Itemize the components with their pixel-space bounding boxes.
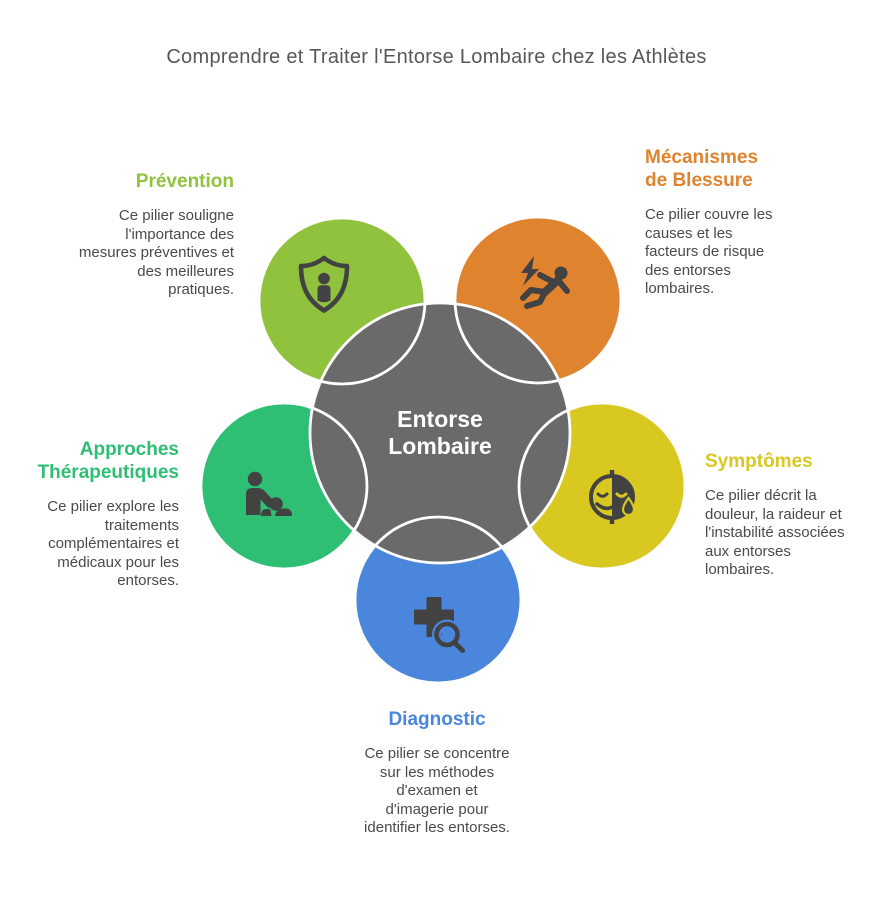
- section-description-diagnostic: Ce pilier se concentre sur les méthodes …: [364, 745, 510, 836]
- section-title-injury-mechanisms: Mécanismes de Blessure: [645, 147, 759, 191]
- falling-person-icon: [520, 256, 570, 309]
- section-title-prevention: Prévention: [135, 171, 234, 192]
- cross-magnifier-icon: [414, 597, 465, 653]
- page-title: Comprendre et Traiter l'Entorse Lombaire…: [166, 46, 707, 68]
- section-diagnostic: Diagnostic Ce pilier se concentre sur le…: [362, 708, 512, 838]
- section-prevention: Prévention Ce pilier souligne l'importan…: [78, 170, 234, 300]
- section-title-symptoms: Symptômes: [705, 451, 813, 472]
- section-symptoms: Symptômes Ce pilier décrit la douleur, l…: [705, 450, 857, 580]
- center-label-line2: Lombaire: [388, 433, 492, 459]
- center-label-line1: Entorse: [397, 406, 483, 432]
- section-title-diagnostic: Diagnostic: [388, 709, 486, 730]
- section-description-injury-mechanisms: Ce pilier couvre les causes et les facte…: [645, 206, 773, 297]
- caregiver-icon: [246, 471, 292, 516]
- section-therapeutic-approaches: Approches Thérapeutiques Ce pilier explo…: [19, 438, 179, 591]
- shield-person-icon: [298, 255, 350, 313]
- section-description-prevention: Ce pilier souligne l'importance des mesu…: [78, 207, 234, 298]
- section-title-therapeutic-approaches: Approches Thérapeutiques: [37, 439, 179, 483]
- sick-face-icon: [589, 470, 636, 524]
- section-injury-mechanisms: Mécanismes de Blessure Ce pilier couvre …: [645, 146, 785, 299]
- circle-outlines: [199, 215, 687, 685]
- center-circle: [310, 303, 570, 563]
- section-description-symptoms: Ce pilier décrit la douleur, la raideur …: [705, 487, 845, 578]
- section-description-therapeutic-approaches: Ce pilier explore les traitements complé…: [47, 498, 179, 589]
